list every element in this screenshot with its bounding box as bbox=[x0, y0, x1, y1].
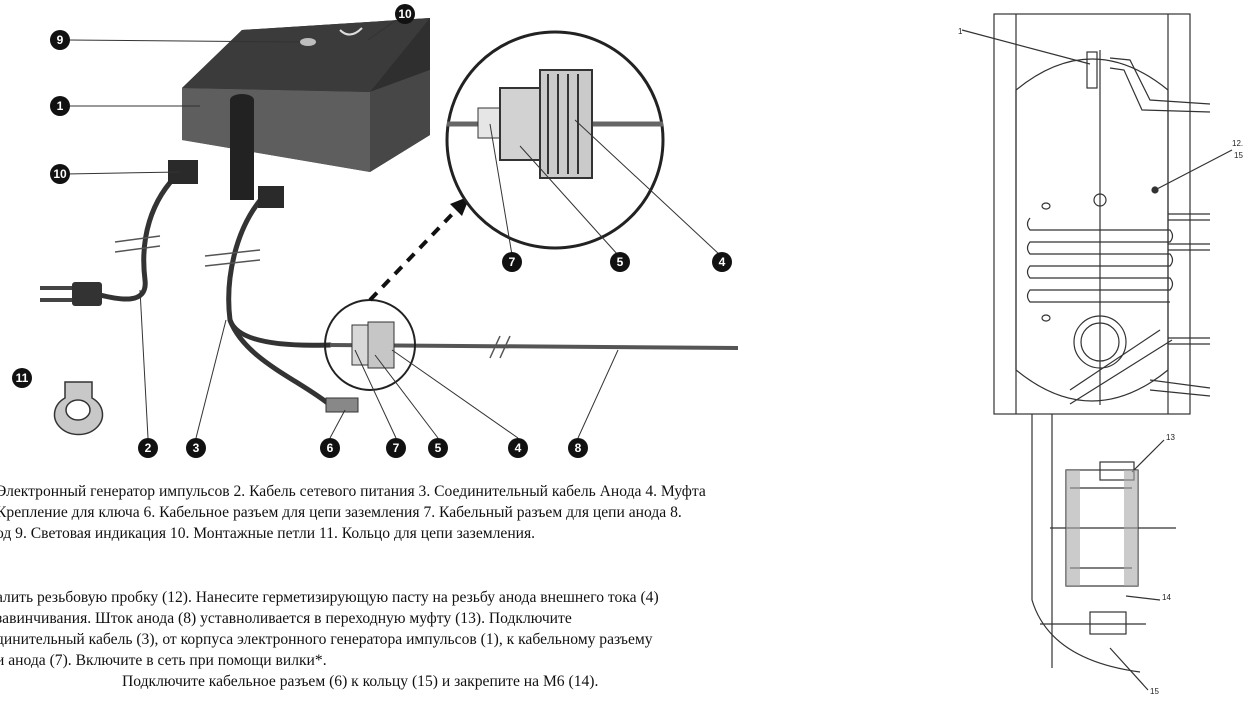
label-15-top: 15 bbox=[1234, 151, 1243, 160]
instruction-line: и анода (7). Включите в сеть при помощи … bbox=[0, 652, 327, 669]
callout-5-bottom: 5 bbox=[428, 438, 448, 458]
instruction-line: алить резьбовую пробку (12). Нанесите ге… bbox=[0, 589, 659, 606]
anode-kit-illustration: 9 10 1 10 11 2 3 6 7 5 4 8 7 5 4 bbox=[12, 4, 739, 458]
svg-text:10: 10 bbox=[53, 167, 67, 181]
svg-text:3: 3 bbox=[193, 441, 200, 455]
instruction-line: Подключите кабельное разъем (6) к кольцу… bbox=[122, 673, 599, 690]
ground-connector bbox=[325, 397, 359, 413]
svg-text:10: 10 bbox=[398, 7, 412, 21]
pulse-generator-box bbox=[182, 18, 430, 200]
svg-text:2: 2 bbox=[145, 441, 152, 455]
instruction-line: динительный кабель (3), от корпуса элект… bbox=[0, 631, 653, 648]
power-cable bbox=[97, 169, 183, 302]
callout-4-bottom: 4 bbox=[508, 438, 528, 458]
component-legend: Электронный генератор импульсов 2. Кабел… bbox=[0, 481, 706, 544]
svg-text:5: 5 bbox=[617, 255, 624, 269]
anode-coupling-magnified bbox=[445, 30, 665, 250]
instruction-line: завинчивания. Шток анода (8) уставнолива… bbox=[0, 610, 572, 627]
callout-3: 3 bbox=[186, 438, 206, 458]
label-15-bottom: 15 bbox=[1150, 687, 1159, 696]
anode-cable bbox=[226, 195, 333, 408]
callout-7-top: 7 bbox=[502, 252, 522, 272]
label-14: 14 bbox=[1162, 593, 1171, 602]
callout-11: 11 bbox=[12, 368, 32, 388]
installation-instructions: алить резьбовую пробку (12). Нанесите ге… bbox=[0, 587, 659, 692]
callout-8: 8 bbox=[568, 438, 588, 458]
svg-text:4: 4 bbox=[515, 441, 522, 455]
svg-text:8: 8 bbox=[575, 441, 582, 455]
anode-rod bbox=[329, 335, 739, 359]
callout-10-top: 10 bbox=[395, 4, 415, 24]
svg-text:5: 5 bbox=[435, 441, 442, 455]
callout-5-top: 5 bbox=[610, 252, 630, 272]
light-indicator bbox=[300, 38, 316, 46]
svg-text:1: 1 bbox=[57, 99, 64, 113]
label-12: 12. bbox=[1232, 139, 1243, 148]
legend-line: Электронный генератор импульсов 2. Кабел… bbox=[0, 483, 706, 500]
anode-coupling-small bbox=[324, 299, 416, 391]
label-1: 1 bbox=[958, 27, 963, 36]
callout-6: 6 bbox=[320, 438, 340, 458]
callout-7-bottom: 7 bbox=[386, 438, 406, 458]
legend-line: од 9. Световая индикация 10. Монтажные п… bbox=[0, 525, 536, 542]
svg-text:4: 4 bbox=[719, 255, 726, 269]
svg-text:9: 9 bbox=[57, 33, 64, 47]
callout-9: 9 bbox=[50, 30, 70, 50]
svg-text:6: 6 bbox=[327, 441, 334, 455]
callout-10-left: 10 bbox=[50, 164, 70, 184]
grounding-ring bbox=[53, 381, 104, 436]
svg-text:11: 11 bbox=[16, 371, 29, 385]
callout-1: 1 bbox=[50, 96, 70, 116]
callout-4-top: 4 bbox=[712, 252, 732, 272]
svg-text:7: 7 bbox=[393, 441, 400, 455]
label-13: 13 bbox=[1166, 433, 1175, 442]
legend-line: Крепление для ключа 6. Кабельное разъем … bbox=[0, 504, 682, 521]
power-plug bbox=[40, 282, 102, 306]
svg-text:7: 7 bbox=[509, 255, 516, 269]
callout-2: 2 bbox=[138, 438, 158, 458]
